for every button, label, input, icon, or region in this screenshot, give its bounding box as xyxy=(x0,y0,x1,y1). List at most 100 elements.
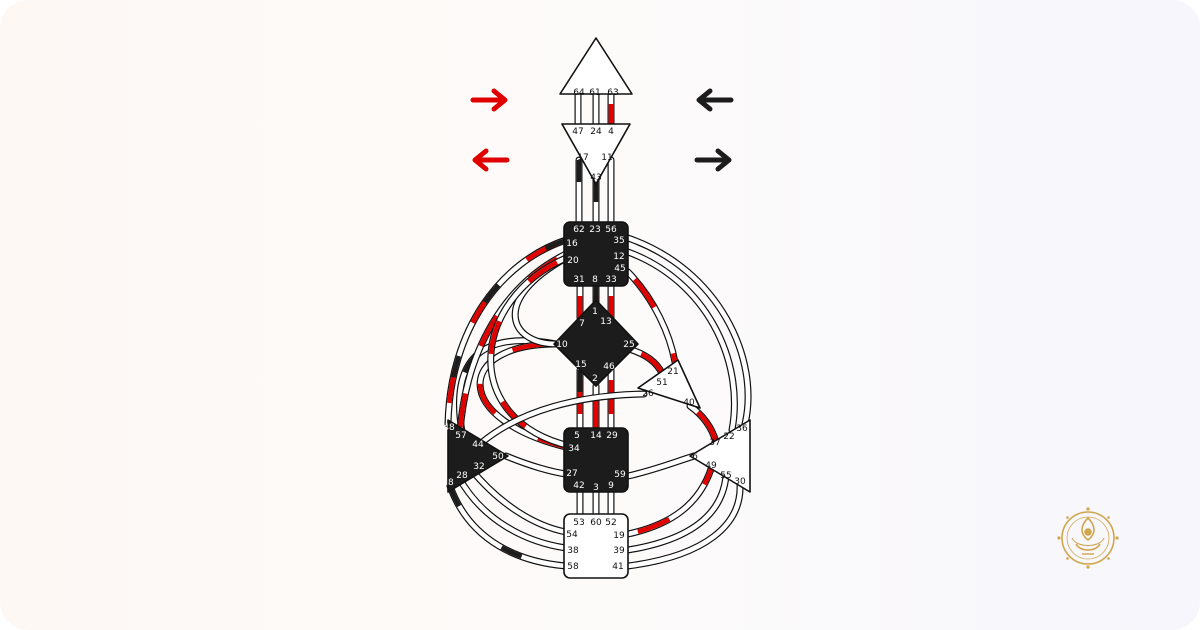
gate-42: 42 xyxy=(573,481,584,491)
gate-6: 6 xyxy=(692,452,698,462)
gate-31: 31 xyxy=(573,275,584,285)
throat-center[interactable] xyxy=(563,221,629,287)
gate-26: 26 xyxy=(642,389,654,399)
gate-44: 44 xyxy=(472,440,484,450)
ajna-center[interactable] xyxy=(561,123,631,185)
gate-24: 24 xyxy=(590,127,602,137)
spleen-center[interactable] xyxy=(447,419,509,493)
gate-36: 36 xyxy=(736,424,748,434)
personality-activation-18-58 xyxy=(447,485,567,569)
gate-9: 9 xyxy=(608,481,614,491)
g-center[interactable] xyxy=(553,299,639,387)
gate-23: 23 xyxy=(589,225,600,235)
arrow-bottom-right-icon xyxy=(694,148,732,172)
sacral-center[interactable] xyxy=(563,427,629,493)
channels-layer xyxy=(444,90,752,570)
gate-4: 4 xyxy=(608,127,614,137)
gate-39: 39 xyxy=(613,546,625,556)
gate-64: 64 xyxy=(573,88,585,98)
arrow-top-right-icon xyxy=(696,88,734,112)
gate-48: 48 xyxy=(443,423,455,433)
gate-37: 37 xyxy=(709,438,720,448)
root-center[interactable] xyxy=(563,513,629,579)
channel-40-37 xyxy=(686,402,720,446)
brand-logo-icon xyxy=(1057,507,1119,569)
arrows-layer xyxy=(470,88,734,172)
gate-21: 21 xyxy=(667,367,678,377)
gate-49: 49 xyxy=(705,461,717,471)
gate-13: 13 xyxy=(600,317,611,327)
gate-58: 58 xyxy=(567,562,579,572)
gate-25: 25 xyxy=(623,340,634,350)
channel-59-6 xyxy=(624,452,698,480)
gate-2: 2 xyxy=(592,374,598,384)
gate-18: 18 xyxy=(442,478,454,488)
gate-35: 35 xyxy=(613,236,624,246)
gate-61: 61 xyxy=(589,88,600,98)
gate-45: 45 xyxy=(614,264,625,274)
gate-41: 41 xyxy=(612,562,623,572)
design-activation-19-49 xyxy=(627,465,715,537)
gate-14: 14 xyxy=(590,431,602,441)
gate-11: 11 xyxy=(601,153,612,163)
gate-47: 47 xyxy=(572,127,583,137)
gate-7: 7 xyxy=(579,319,585,329)
gate-16: 16 xyxy=(566,239,578,249)
gate-57: 57 xyxy=(455,431,466,441)
gate-34: 34 xyxy=(568,444,580,454)
channel-45-21 xyxy=(624,268,679,366)
gate-50: 50 xyxy=(492,452,504,462)
design-activation-45-21 xyxy=(626,270,678,363)
head-center[interactable] xyxy=(559,37,633,95)
gate-8: 8 xyxy=(592,275,598,285)
channel-16-48 xyxy=(444,236,570,428)
channel-26-44 xyxy=(476,390,648,448)
gate-20: 20 xyxy=(567,256,579,266)
arrow-top-left-icon xyxy=(470,88,508,112)
gate-54: 54 xyxy=(566,530,578,540)
design-activation-20-34 xyxy=(488,255,571,449)
gate-63: 63 xyxy=(607,88,618,98)
gate-52: 52 xyxy=(605,518,616,528)
design-activation-16-48 xyxy=(445,237,567,425)
channel-35-36 xyxy=(624,234,752,428)
gate-32: 32 xyxy=(473,462,484,472)
gate-17: 17 xyxy=(577,153,588,163)
gate-15: 15 xyxy=(575,360,586,370)
channel-28-38 xyxy=(454,472,570,552)
channel-19-49 xyxy=(624,462,716,538)
channel-32-54 xyxy=(466,464,570,536)
gate-10: 10 xyxy=(556,340,568,350)
gate-38: 38 xyxy=(567,546,579,556)
design-activation-10-34 xyxy=(477,341,571,451)
centers-layer xyxy=(447,37,751,579)
channel-41-30 xyxy=(624,480,744,570)
gate-55: 55 xyxy=(720,471,731,481)
gate-40: 40 xyxy=(683,398,695,408)
heart-center[interactable] xyxy=(637,359,701,409)
gate-60: 60 xyxy=(590,518,602,528)
channel-39-55 xyxy=(624,472,730,554)
gate-28: 28 xyxy=(456,471,468,481)
solar-plexus-center[interactable] xyxy=(689,419,751,493)
gate-3: 3 xyxy=(593,483,599,493)
gate-43: 43 xyxy=(590,173,601,183)
gate-59: 59 xyxy=(614,470,626,480)
gate-29: 29 xyxy=(606,431,618,441)
gate-33: 33 xyxy=(605,275,616,285)
channel-50-27 xyxy=(502,452,570,478)
gate-22: 22 xyxy=(723,432,734,442)
channel-10-34 xyxy=(476,340,574,452)
gate-5: 5 xyxy=(574,431,580,441)
gate-62: 62 xyxy=(573,225,584,235)
gate-12: 12 xyxy=(613,252,624,262)
gate-56: 56 xyxy=(605,225,617,235)
gate-27: 27 xyxy=(566,469,577,479)
gate-19: 19 xyxy=(613,531,625,541)
gate-1: 1 xyxy=(592,307,598,317)
channel-12-22 xyxy=(624,248,738,434)
channel-20-34 xyxy=(487,254,574,450)
